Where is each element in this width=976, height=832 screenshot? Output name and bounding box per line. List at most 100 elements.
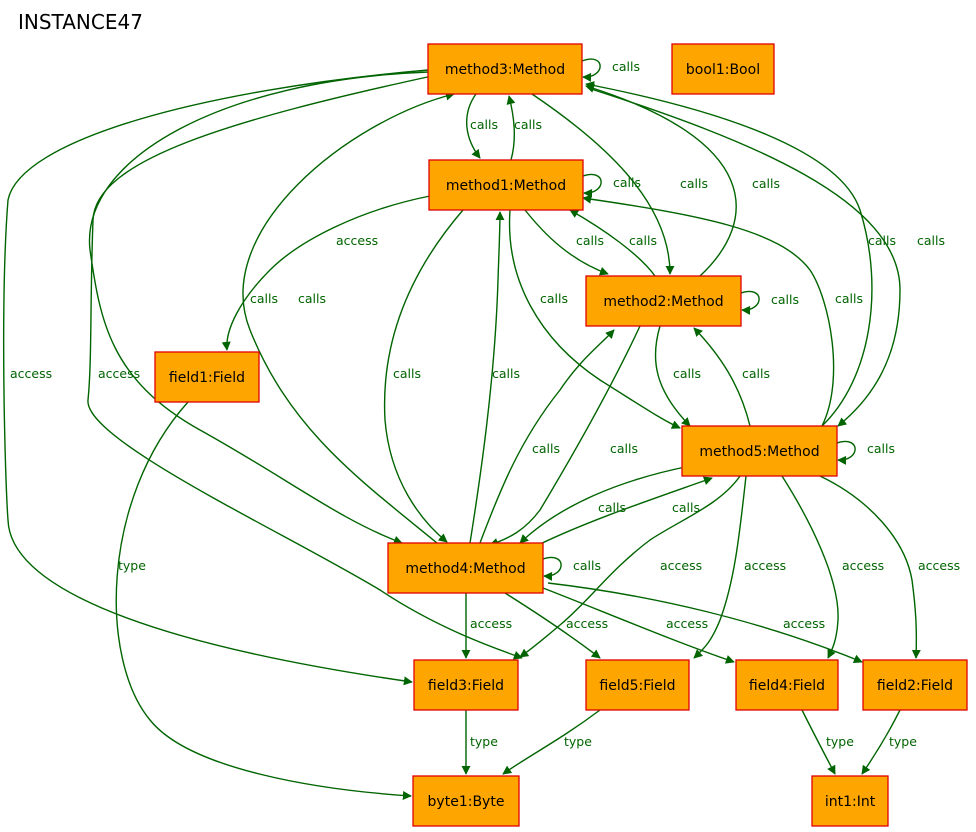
edge-field2-type-int1: type	[861, 709, 917, 775]
node-method2[interactable]: method2:Method	[585, 275, 742, 327]
node-label: method5:Method	[699, 444, 819, 460]
edge-label: type	[564, 734, 592, 749]
node-bool1[interactable]: bool1:Bool	[671, 43, 775, 95]
node-box	[681, 425, 838, 477]
edge-label: calls	[613, 175, 641, 190]
node-label: field2:Field	[877, 678, 953, 694]
edge-line	[466, 93, 481, 159]
diagram-title: INSTANCE47	[18, 10, 143, 34]
edge-label: type	[826, 734, 854, 749]
edge-label: access	[566, 616, 608, 631]
edge-label: calls	[680, 176, 708, 191]
edge-label: calls	[514, 117, 542, 132]
edge-line	[585, 84, 737, 277]
edge-label: calls	[540, 291, 568, 306]
edge-label: type	[470, 734, 498, 749]
edge-label: calls	[393, 366, 421, 381]
edge-method3-access-field5: access	[87, 75, 523, 660]
edge-method1-access-field1: access	[221, 195, 431, 351]
edge-line	[504, 592, 601, 659]
edge-method3-calls-method1: calls	[466, 93, 498, 159]
edge-line	[654, 325, 691, 427]
edge-line	[740, 290, 760, 315]
edge-label: calls	[672, 500, 700, 515]
edge-method3-calls-method5: calls	[587, 87, 945, 427]
edge-line	[508, 209, 681, 429]
node-box	[427, 43, 583, 95]
node-field2[interactable]: field2:Field	[862, 659, 968, 711]
edge-method1-calls-method3: calls	[506, 95, 542, 161]
edge-line	[531, 93, 675, 275]
edge-line	[383, 209, 464, 543]
node-box	[413, 659, 519, 711]
edge-line	[781, 475, 839, 659]
node-label: field5:Field	[599, 678, 675, 694]
node-method3[interactable]: method3:Method	[427, 43, 583, 95]
edge-method5-access-field2: access	[819, 475, 960, 659]
edge-label: access	[470, 616, 512, 631]
edge-method2-calls-method2: calls	[740, 290, 799, 315]
node-label: byte1:Byte	[428, 794, 505, 810]
edge-method5-calls-method2: calls	[693, 327, 770, 427]
edge-line	[87, 75, 523, 660]
edge-line	[479, 329, 615, 544]
edge-method5-access-field3: access	[519, 475, 741, 658]
node-box	[428, 159, 584, 211]
edge-label: type	[118, 558, 146, 573]
edge-line	[819, 475, 921, 659]
edge-label: calls	[752, 176, 780, 191]
node-field4[interactable]: field4:Field	[735, 659, 839, 711]
edge-line	[242, 91, 455, 544]
edge-label: access	[10, 366, 52, 381]
edge-line	[836, 440, 856, 465]
node-field1[interactable]: field1:Field	[154, 351, 260, 403]
edge-label: access	[842, 558, 884, 573]
edge-label: calls	[250, 291, 278, 306]
node-field3[interactable]: field3:Field	[413, 659, 519, 711]
edge-line	[542, 556, 562, 581]
edge-label: calls	[492, 366, 520, 381]
node-box	[412, 775, 520, 827]
edge-method5-access-field5: access	[693, 475, 786, 659]
node-label: method3:Method	[445, 62, 565, 78]
edge-label: access	[336, 233, 378, 248]
node-method4[interactable]: method4:Method	[387, 542, 544, 594]
edge-label: calls	[742, 366, 770, 381]
node-label: field4:Field	[749, 678, 825, 694]
edge-method4-access-field5: access	[504, 592, 608, 659]
node-method5[interactable]: method5:Method	[681, 425, 838, 477]
edge-label: calls	[470, 117, 498, 132]
edge-method1-calls-method4: calls	[383, 209, 464, 543]
edge-method4-calls-method2: calls	[479, 329, 615, 544]
edge-line	[489, 325, 641, 547]
edge-label: calls	[298, 291, 326, 306]
edge-label: access	[98, 366, 140, 381]
edge-method4-access-field2: access	[547, 582, 863, 664]
edge-label: calls	[610, 441, 638, 456]
edge-method2-calls-method5: calls	[654, 325, 701, 427]
edge-label: calls	[917, 233, 945, 248]
node-box	[862, 659, 968, 711]
edge-line	[581, 58, 601, 82]
edge-line	[801, 709, 836, 775]
edge-line	[861, 709, 901, 775]
edge-label: access	[660, 558, 702, 573]
edge-method1-calls-method1: calls	[582, 173, 641, 198]
node-label: int1:Int	[825, 794, 876, 810]
node-method1[interactable]: method1:Method	[428, 159, 584, 211]
edge-label: calls	[598, 500, 626, 515]
edge-label: calls	[867, 441, 895, 456]
node-int1[interactable]: int1:Int	[811, 775, 889, 827]
edge-line	[547, 582, 863, 664]
edge-method4-calls-method4: calls	[542, 556, 601, 581]
node-field5[interactable]: field5:Field	[585, 659, 690, 711]
edge-method4-calls-method3: calls	[242, 91, 455, 544]
edge-line	[524, 209, 609, 276]
edge-method4-calls-method1: calls	[469, 211, 520, 544]
edge-line	[569, 209, 656, 277]
edge-label: calls	[771, 292, 799, 307]
edge-field4-type-int1: type	[801, 709, 854, 775]
node-byte1[interactable]: byte1:Byte	[412, 775, 520, 827]
edge-line	[542, 587, 735, 664]
